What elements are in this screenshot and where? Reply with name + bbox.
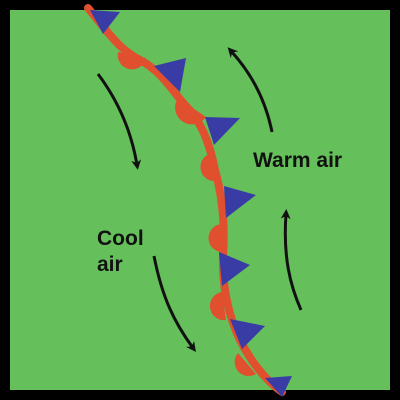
warm-front-semicircle (175, 98, 206, 125)
cold-front-triangle (205, 117, 240, 145)
cold-front-triangle (90, 10, 120, 34)
cool-air-label-line1: Cool (97, 227, 144, 250)
cool-air-label: Cool air (97, 226, 144, 278)
warm-front-semicircle (208, 224, 223, 253)
cold-front-triangle (265, 376, 292, 397)
warm-front-semicircle (209, 292, 226, 321)
warm-front-semicircle (200, 153, 216, 182)
warm-air-upper-arrow (227, 47, 274, 133)
cold-front-triangle (219, 252, 250, 286)
cool-air-label-line2: air (97, 253, 123, 276)
cool-air-lower-arrow (152, 255, 196, 353)
warm-air-label: Warm air (253, 149, 343, 172)
cold-front-triangle (230, 319, 265, 349)
warm-air-lower-arrow (280, 209, 303, 311)
green-background (10, 10, 390, 390)
cool-air-upper-arrow (96, 73, 142, 170)
cold-front-triangle (224, 186, 256, 218)
warm-front-semicircle (117, 52, 146, 70)
cold-front-triangle (154, 58, 186, 92)
warm-front-semicircle (234, 353, 256, 377)
